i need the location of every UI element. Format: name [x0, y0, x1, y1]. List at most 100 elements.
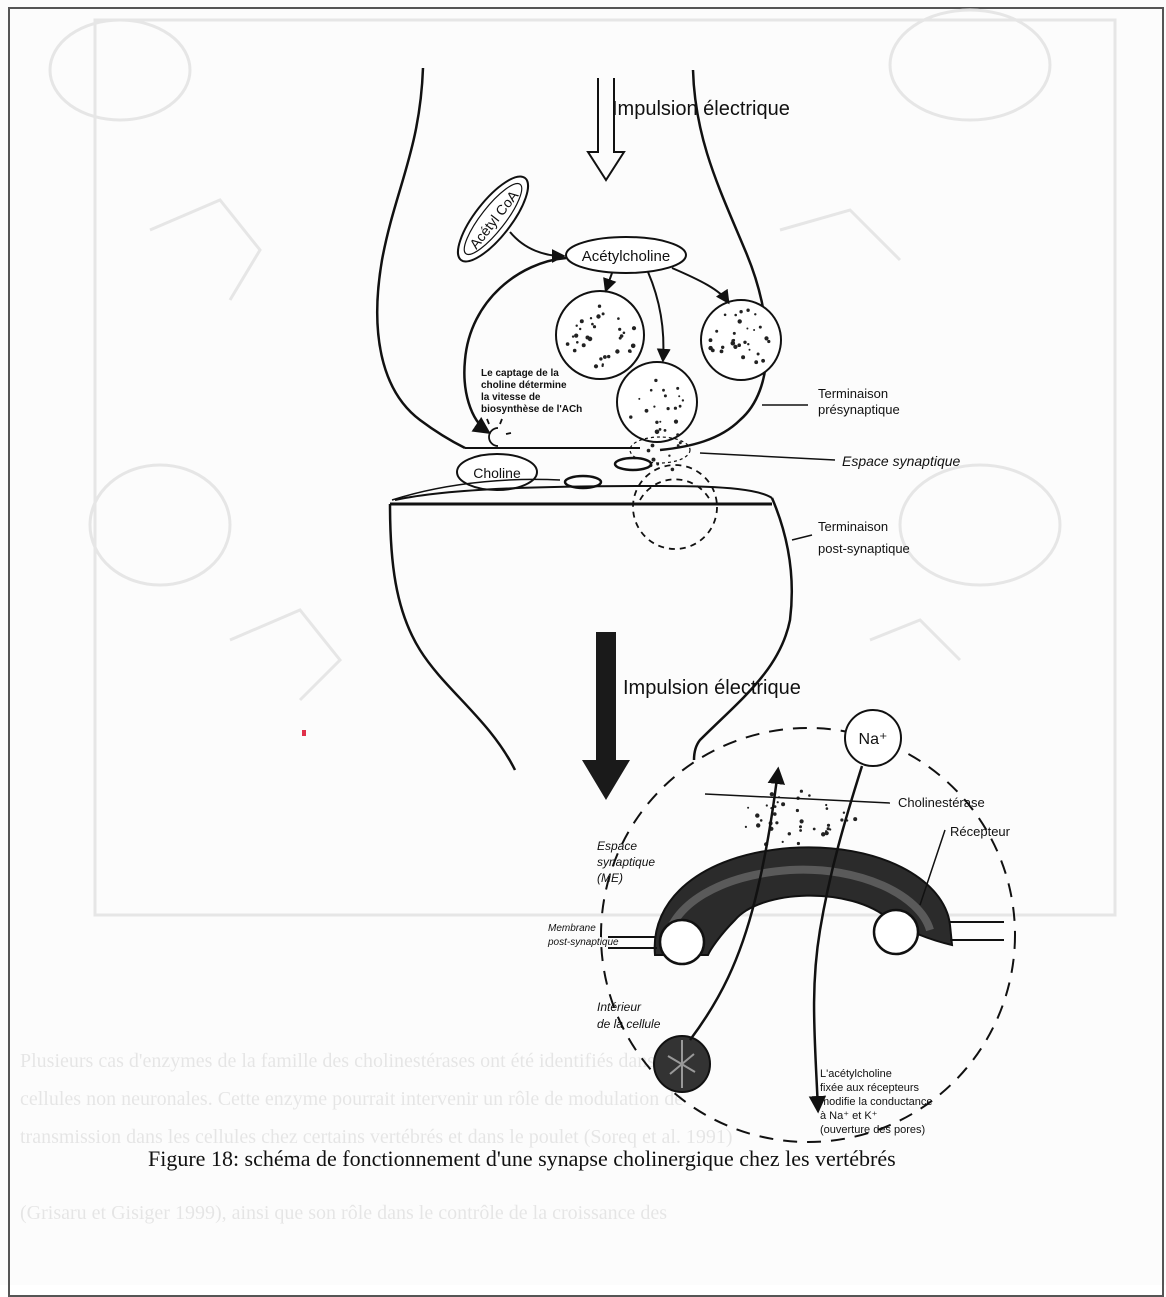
molecule-dot — [755, 813, 759, 817]
presynaptic-membrane — [377, 68, 465, 448]
molecule-dot — [853, 817, 857, 821]
molecule-dot — [591, 323, 594, 326]
molecule-dot — [724, 314, 727, 317]
molecule-dot — [743, 341, 746, 344]
molecule-dot — [638, 398, 640, 400]
molecule-dot — [664, 394, 667, 397]
molecule-dot — [576, 341, 579, 344]
molecule-dot — [739, 310, 742, 313]
cholinesterase-leader — [705, 794, 890, 803]
molecule-dot — [800, 790, 803, 793]
molecule-dot — [566, 342, 570, 346]
molecule-dot — [659, 428, 662, 431]
molecule-dot — [756, 823, 760, 827]
molecule-dot — [829, 828, 831, 830]
molecule-dot — [676, 387, 679, 390]
molecule-dot — [796, 809, 799, 812]
molecule-dot — [741, 355, 745, 359]
receptor-zoom-region — [633, 465, 717, 549]
molecule-dot — [678, 395, 680, 397]
molecule-dot — [674, 407, 677, 410]
molecule-dot — [782, 841, 784, 843]
molecule-dot — [754, 360, 758, 364]
receptor-label: Récepteur — [950, 824, 1011, 839]
molecule-dot — [799, 825, 802, 828]
acetylcholine-label: Acétylcholine — [582, 248, 670, 265]
molecule-dot — [761, 359, 765, 363]
molecule-dot — [682, 399, 684, 401]
molecule-dot — [654, 379, 657, 382]
molecule-dot — [709, 338, 713, 342]
cholinesterase-enzyme — [615, 458, 651, 470]
molecule-dot — [576, 325, 578, 327]
molecule-dot — [800, 819, 804, 823]
presynaptic-label: Terminaison présynaptique — [818, 386, 900, 417]
molecule-dot — [757, 353, 760, 356]
vesicle-left — [556, 291, 644, 379]
molecule-dot — [679, 441, 682, 444]
sodium-ion: Na⁺ — [845, 710, 901, 766]
molecule-dot — [766, 804, 768, 806]
molecule-dot — [647, 449, 651, 453]
molecule-dot — [737, 343, 741, 347]
molecule-dot — [840, 818, 843, 821]
cell-interior-label: Intérieur de la cellule — [597, 1000, 661, 1031]
molecule-dot — [843, 812, 845, 814]
molecule-dot — [797, 842, 800, 845]
molecule-dot — [645, 409, 649, 413]
molecule-dot — [667, 407, 670, 410]
molecule-dot — [747, 807, 749, 809]
molecule-dot — [827, 824, 830, 827]
molecule-dot — [813, 828, 816, 831]
choline-label: Choline — [473, 465, 521, 481]
postsynaptic-terminal — [390, 504, 515, 770]
molecule-dot — [746, 309, 749, 312]
molecule-dot — [598, 305, 601, 308]
molecule-dot — [676, 433, 679, 436]
postsynaptic-leader — [792, 535, 812, 540]
molecule-dot — [603, 355, 607, 359]
molecule-dot — [664, 429, 667, 432]
choline-transporter-icon — [487, 419, 511, 446]
molecule-dot — [593, 325, 596, 328]
molecule-dot — [777, 801, 779, 803]
molecule-dot — [662, 389, 665, 392]
arrow-ach-to-vesicle — [648, 272, 663, 360]
molecule-dot — [731, 341, 736, 346]
molecule-dot — [733, 345, 737, 349]
molecule-dot — [734, 314, 737, 317]
stray-red-mark — [302, 730, 306, 736]
molecule-dot — [620, 334, 624, 338]
receptor-pore — [660, 920, 704, 964]
molecule-dot — [631, 344, 636, 349]
molecule-dot — [747, 343, 749, 345]
molecule-dot — [572, 335, 574, 337]
molecule-dot — [738, 319, 742, 323]
sodium-ion-label: Na⁺ — [859, 731, 888, 748]
synaptic-space-leader — [700, 453, 835, 460]
post-membrane-label: Membrane post-synaptique — [547, 923, 619, 948]
molecule-dot — [596, 314, 600, 318]
molecule-dot — [679, 405, 682, 408]
impulse-label-top: Impulsion électrique — [612, 98, 790, 120]
molecule-dot — [623, 332, 626, 335]
molecule-dot — [629, 415, 632, 418]
molecule-dot — [759, 326, 762, 329]
molecule-dot — [781, 802, 785, 806]
choline-uptake-note: Le captage de la choline détermine la vi… — [481, 368, 582, 415]
molecule-dot — [601, 365, 603, 367]
molecule-dot — [659, 421, 661, 423]
arrow-coa-to-ach — [510, 232, 563, 256]
molecule-dot — [617, 317, 620, 320]
inset-synaptic-space-label: Espace synaptique (ME) — [597, 839, 658, 885]
molecule-dot — [590, 317, 592, 319]
molecule-dot — [599, 357, 602, 360]
postsynaptic-label: Terminaison post-synaptique — [818, 519, 910, 556]
impulse-arrow-top — [588, 78, 624, 180]
molecule-dot — [826, 807, 829, 810]
acetyl-coa-mitochondrion: Acétyl CoA — [447, 167, 539, 271]
impulse-arrow-bottom — [582, 632, 630, 800]
molecule-dot — [582, 343, 586, 347]
